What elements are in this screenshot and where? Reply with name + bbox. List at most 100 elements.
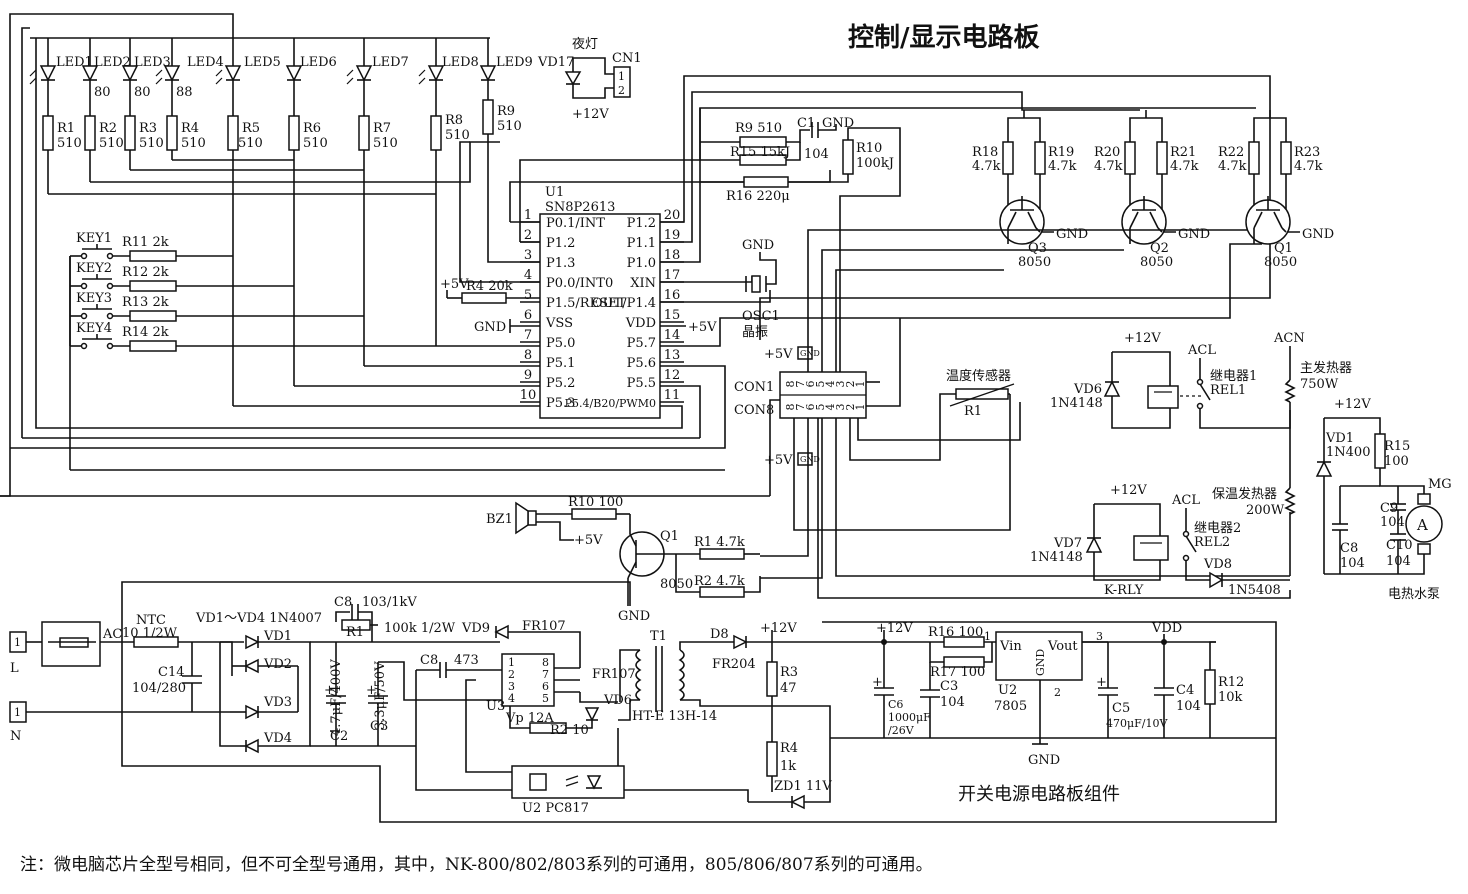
c5-value: 470μF/10V [1106,717,1168,730]
con8-label: CON8 [734,403,774,418]
con8-pin-8: 8 [784,404,797,411]
q-rb-label: R21 [1170,145,1196,160]
con-plus5-bottom: +5V [764,453,793,468]
q-rb-value: 4.7k [1048,159,1077,174]
mcu-pin-label-18: P1.0 [627,256,656,271]
reg-vin: Vin [999,639,1022,654]
q-ra-label: R22 [1218,145,1244,160]
con8-pin-6: 6 [804,404,817,411]
q-part: 8050 [1264,255,1297,270]
relay1-ref: REL1 [1210,383,1246,398]
r11-label: R11 2k [122,235,169,250]
vd9-label: VD9 [461,621,490,636]
mcu-pin-label-16: OUT/P1.4 [592,296,656,311]
u3-pin-7: 7 [542,668,549,681]
con8-pin-1: 1 [854,404,867,411]
r7-label: R7 [373,121,391,136]
pump-vcc: +12V [1334,397,1371,412]
led-2: LED2 80 R2 510 [81,38,131,182]
mcu-pin-num-16: 16 [664,288,681,303]
mcu-pin-label-4: P0.0/INT0 [546,276,613,291]
acn-label: ACN [1273,331,1305,346]
r1-value: 510 [57,136,82,151]
pump-c8-label: C8 [1340,541,1358,556]
u3-pin-6: 6 [542,680,549,693]
zd1-diode [790,794,805,810]
c6-plus12: +12V [876,621,913,636]
vd6-label: VD6 [1073,382,1102,397]
c2-label: C2 [330,729,348,744]
sensor-label: 温度传感器 [946,368,1011,384]
mcu-pin-label-13: P5.6 [627,356,656,371]
bridge-label: VD1～VD4 1N4007 [195,611,322,626]
mcu-pin-num-20: 20 [664,208,681,223]
r10-label: R10 [856,141,882,156]
pump-c10-label: C10 [1386,538,1413,553]
key-3-label: KEY3 [76,291,112,306]
q-ra-value: 4.7k [1094,159,1123,174]
buzzer-horn [515,501,529,535]
heaters: ACN 主发热器 750W 保温发热器 200W [1212,331,1352,576]
cn1-label: CN1 [612,51,642,66]
zd1-label: ZD1 11V [774,779,832,794]
crystal-body [751,275,761,293]
mcu-u1: U1 SN8P2613 1P0.1/INT2P1.23P1.34P0.0/INT… [520,185,684,419]
main-heater [1284,379,1296,403]
r4-supply: +5V [440,277,469,292]
con1-pin-8: 8 [784,381,797,388]
keep-heater-power: 200W [1246,503,1285,518]
psu-r3-value: 47 [780,681,797,696]
led-3: LED3 80 R3 510 [121,38,171,170]
resistor-r11 [129,250,177,262]
relay2-label: 继电器2 [1194,521,1241,536]
led-2-mark: 80 [94,85,111,100]
c3-label: C3 [370,719,388,734]
pump-vd1 [1315,460,1333,477]
resistor-r9 [482,99,494,135]
mcu-pin-num-11: 11 [664,388,681,403]
mcu-pin-label-12: P5.5 [627,376,656,391]
u3-pin-5: 5 [542,692,549,705]
vd7-part: 1N4148 [1030,550,1083,565]
u3-pin-8: 8 [542,656,549,669]
q-ra-value: 4.7k [972,159,1001,174]
c6-value1: 1000μF [888,711,931,724]
sensor-ref: R1 [964,404,982,419]
psu-r4-label: R4 [780,741,798,756]
snubber-r1-label: R1 [346,625,364,640]
key-2-label: KEY2 [76,261,112,276]
con-plus5-top: +5V [764,347,793,362]
vd7-label: VD7 [1053,536,1082,551]
night-light: 夜灯 VD17 1 2 CN1 +12V [537,37,642,122]
osc-cn-label: 晶振 [742,325,768,340]
pump-mg-label: MG [1428,477,1452,492]
ntc-resistor [133,636,179,648]
vd7-diode [1085,536,1103,553]
buzzer-supply: +5V [574,533,603,548]
pump-vd1-label: VD1 [1325,431,1354,446]
resistor-r21 [1156,141,1168,175]
t1-label: T1 [650,629,667,644]
con8-pin-3: 3 [834,404,847,411]
con1-pin-6: 6 [804,381,817,388]
q-rb-value: 4.7k [1294,159,1323,174]
con-gnd-bottom: GND [800,455,820,464]
q-ref: Q3 [1028,241,1047,256]
mcu-pin-label-11: P5.4/B20/PWM0 [565,397,656,410]
c4-label: C4 [1176,683,1194,698]
c8b-value: 473 [454,653,479,668]
led-5-label: LED5 [244,55,281,70]
keep-heater-label: 保温发热器 [1212,486,1277,502]
c14-value: 104/280 [132,681,186,696]
vdd-supply: +5V [688,320,717,335]
pump-label: 电热水泵 [1388,587,1440,602]
mcu-pin-label-19: P1.1 [627,236,656,251]
c8-label: C8 [334,595,352,610]
pump-r15-value: 100 [1384,454,1409,469]
buzzer-gnd: GND [618,609,650,624]
r2-value: 510 [99,136,124,151]
led-7-label: LED7 [372,55,409,70]
